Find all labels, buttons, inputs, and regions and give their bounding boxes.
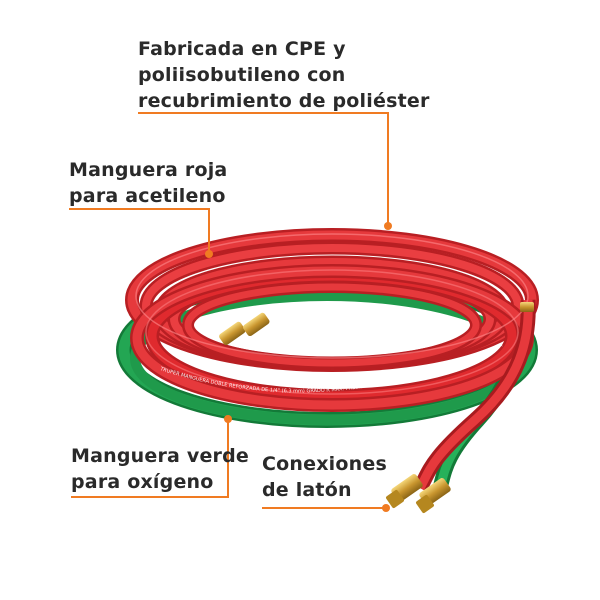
callout-dots xyxy=(205,222,392,512)
brass-fitting-icon xyxy=(386,474,451,513)
callout-red-hose-line2: para acetileno xyxy=(69,185,226,207)
callout-green-hose-line2: para oxígeno xyxy=(71,471,214,493)
callout-material-line1: Fabricada en CPE y xyxy=(138,38,346,60)
callout-leaders xyxy=(69,112,389,509)
callout-fittings-line2: de latón xyxy=(262,479,352,501)
callout-material-line3: recubrimiento de poliéster xyxy=(138,90,430,112)
callout-material: Fabricada en CPE y poliisobutileno con r… xyxy=(138,36,430,114)
callout-material-line2: poliisobutileno con xyxy=(138,64,346,86)
callout-fittings-line1: Conexiones xyxy=(262,453,387,475)
callout-green-hose-line1: Manguera verde xyxy=(71,445,250,467)
callout-fittings: Conexiones de latón xyxy=(262,451,387,503)
callout-green-hose: Manguera verde para oxígeno xyxy=(71,443,249,495)
callout-red-hose: Manguera roja para acetileno xyxy=(69,157,227,209)
brass-fitting-icon xyxy=(219,302,534,346)
callout-red-hose-line1: Manguera roja xyxy=(69,159,228,181)
